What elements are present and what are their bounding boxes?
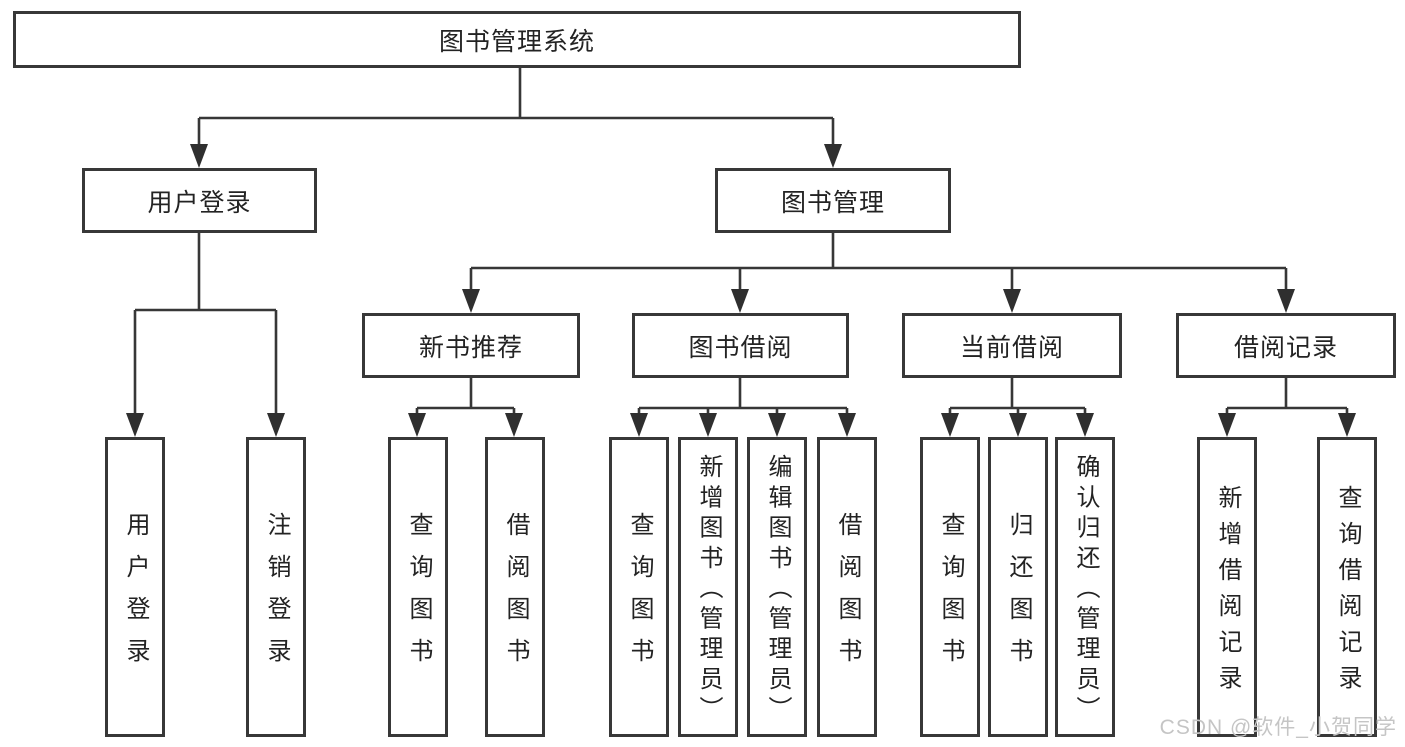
node-label: 确认归还（管理员） <box>1072 454 1099 727</box>
node-confirm-return-admin: 确认归还（管理员） <box>1055 437 1115 737</box>
node-user-login: 用户登录 <box>82 168 317 233</box>
connector-root-to-level2 <box>197 68 835 146</box>
node-current-borrowing: 当前借阅 <box>902 313 1122 378</box>
node-label: 借阅图书 <box>834 512 861 680</box>
node-query-books-recommend: 查询图书 <box>388 437 448 737</box>
arrowheads-new-book-group <box>408 413 523 437</box>
node-book-management: 图书管理 <box>715 168 951 233</box>
node-book-borrowing: 图书借阅 <box>632 313 849 378</box>
connector-book-management-to-groups <box>469 233 1288 291</box>
node-edit-books-admin: 编辑图书（管理员） <box>747 437 807 737</box>
connector-borrow-records-group <box>1225 378 1349 415</box>
node-query-books-borrow: 查询图书 <box>609 437 669 737</box>
node-borrowing-records: 借阅记录 <box>1176 313 1396 378</box>
node-label: 查询借阅记录 <box>1334 485 1361 701</box>
node-logout: 注销登录 <box>246 437 306 737</box>
arrowheads-book-management <box>462 289 1295 313</box>
node-add-books-admin: 新增图书（管理员） <box>678 437 738 737</box>
node-label: 注销登录 <box>263 512 290 680</box>
connector-book-borrow-group <box>637 378 849 415</box>
node-label: 查询图书 <box>405 512 432 680</box>
node-library-management-system: 图书管理系统 <box>13 11 1021 68</box>
node-label: 编辑图书（管理员） <box>764 454 791 727</box>
arrowheads-current-borrow-group <box>941 413 1094 437</box>
node-return-books: 归还图书 <box>988 437 1048 737</box>
arrowheads-book-borrow-group <box>630 413 856 437</box>
node-borrow-books: 借阅图书 <box>817 437 877 737</box>
node-label: 用户登录 <box>122 512 149 680</box>
arrowheads-user-login <box>126 413 285 437</box>
arrowheads-borrow-records-group <box>1218 413 1356 437</box>
connector-current-borrow-group <box>948 378 1087 415</box>
arrowheads-root-to-level2 <box>190 144 842 168</box>
node-user-login-leaf: 用户登录 <box>105 437 165 737</box>
connector-new-book-group <box>415 378 516 415</box>
connector-user-login-to-children <box>133 233 278 415</box>
node-label: 借阅图书 <box>502 512 529 680</box>
node-label: 新增图书（管理员） <box>695 454 722 727</box>
node-query-books-current: 查询图书 <box>920 437 980 737</box>
node-borrow-books-recommend: 借阅图书 <box>485 437 545 737</box>
node-label: 新增借阅记录 <box>1214 485 1241 701</box>
node-query-borrow-record: 查询借阅记录 <box>1317 437 1377 737</box>
node-add-borrow-record: 新增借阅记录 <box>1197 437 1257 737</box>
node-label: 查询图书 <box>937 512 964 680</box>
csdn-watermark: CSDN @软件_小贺同学 <box>1159 716 1397 739</box>
node-label: 归还图书 <box>1005 512 1032 680</box>
node-label: 查询图书 <box>626 512 653 680</box>
node-new-book-recommendation: 新书推荐 <box>362 313 580 378</box>
